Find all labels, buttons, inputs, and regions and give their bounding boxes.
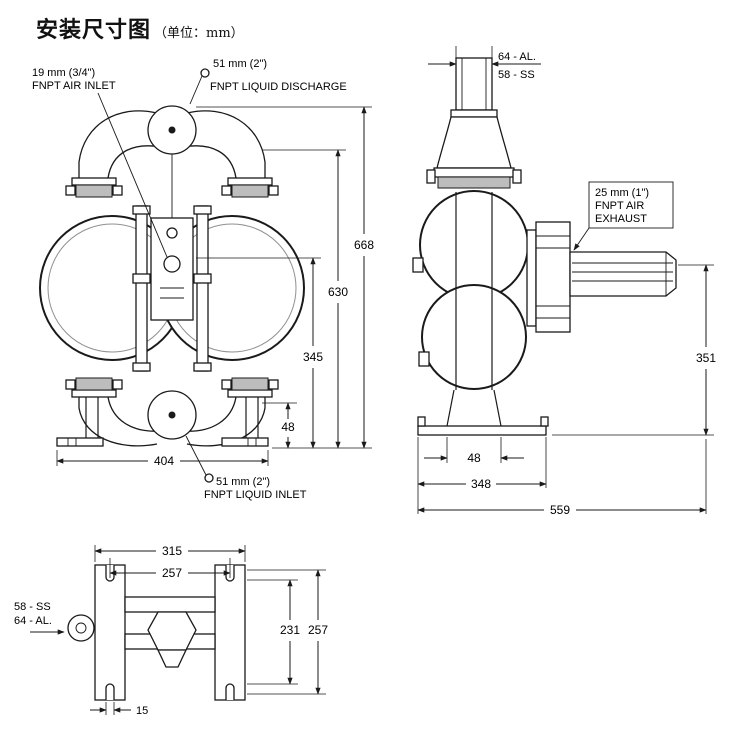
- inlet-port-center: [168, 411, 176, 419]
- inlet-leader-line: [185, 435, 207, 476]
- left-foot: [56, 437, 104, 447]
- front-view: 668 630 345 48 404: [32, 58, 374, 501]
- discharge-leader-line: [189, 75, 203, 105]
- dim-315: 315: [94, 544, 246, 558]
- dim-257-vertical-label: 257: [308, 623, 328, 637]
- dim-351-label: 351: [696, 351, 716, 365]
- dim-348: 348: [417, 477, 547, 491]
- upper-cross-bar: [124, 596, 216, 613]
- dim-668: 668: [354, 106, 374, 449]
- front-pump-body: [39, 105, 305, 447]
- dim-64-al-label: 64 - AL.: [498, 51, 536, 63]
- exhaust-leader-line: [573, 227, 590, 251]
- discharge-leader-balloon: [200, 68, 210, 78]
- dim-559: 559: [417, 503, 707, 517]
- valve-adapter: [526, 229, 537, 327]
- page-title: 安装尺寸图（单位：mm）: [36, 12, 244, 44]
- bottom-material-labels: 58 - SS 64 - AL.: [14, 601, 65, 635]
- front-extension-lines: [56, 106, 372, 466]
- exhaust-callout: 25 mm (1") FNPT AIR EXHAUST: [573, 181, 674, 251]
- air-valve-block: [535, 221, 571, 333]
- base-plate: [417, 425, 547, 436]
- dim-58-ss-label: 58 - SS: [498, 69, 535, 81]
- title-text: 安装尺寸图: [36, 17, 152, 43]
- right-foot: [221, 437, 269, 447]
- side-view: 64 - AL. 58 - SS 25 mm (1") FNPT AIR EXH…: [412, 46, 716, 517]
- exhaust-callout-line3: EXHAUST: [595, 213, 647, 225]
- dim-351: 351: [696, 264, 716, 436]
- dim-257-vertical: 257: [308, 569, 328, 695]
- side-pump-body: [412, 57, 677, 436]
- dim-15-label: 15: [136, 705, 148, 717]
- inlet-callout-line1: 51 mm (2"): [216, 476, 270, 488]
- left-tie-bar: [135, 205, 148, 372]
- dim-15: 15: [90, 705, 148, 717]
- air-inlet-callout-line2: FNPT AIR INLET: [32, 80, 116, 92]
- muffler: [569, 251, 677, 297]
- air-inlet-top-view: [67, 614, 95, 642]
- material-label-ss: 58 - SS: [14, 601, 51, 613]
- lower-chamber-profile: [421, 284, 527, 390]
- exhaust-callout-line2: FNPT AIR: [595, 200, 644, 212]
- side-extension-lines: [417, 264, 714, 514]
- dim-630: 630: [328, 149, 348, 449]
- dim-630-label: 630: [328, 285, 348, 299]
- dim-231-label: 231: [280, 623, 300, 637]
- dim-257-horizontal-label: 257: [162, 566, 182, 580]
- dim-559-label: 559: [550, 503, 570, 517]
- dim-668-label: 668: [354, 238, 374, 252]
- dim-48-side: 48: [424, 451, 524, 465]
- dim-404-label: 404: [154, 454, 174, 468]
- dim-345: 345: [303, 257, 323, 449]
- air-inlet-callout-line1: 19 mm (3/4"): [32, 67, 95, 79]
- exhaust-callout-line1: 25 mm (1"): [595, 187, 649, 199]
- title-unit-text: （单位：mm）: [154, 26, 244, 41]
- discharge-callout-line1: 51 mm (2"): [213, 58, 267, 70]
- right-flange-rail: [214, 564, 246, 701]
- dim-315-label: 315: [162, 544, 182, 558]
- discharge-pipe: [455, 57, 493, 111]
- dim-404: 404: [56, 454, 269, 468]
- inlet-callout-line2: FNPT LIQUID INLET: [204, 489, 307, 501]
- dim-257-horizontal: 257: [109, 566, 231, 580]
- dim-348-label: 348: [471, 477, 491, 491]
- material-label-al: 64 - AL.: [14, 615, 52, 627]
- dim-64-58: 64 - AL. 58 - SS: [428, 46, 541, 81]
- dim-345-label: 345: [303, 350, 323, 364]
- inlet-leader-balloon: [204, 473, 214, 483]
- air-inlet-port: [163, 255, 181, 273]
- upper-chamber-profile: [419, 190, 529, 300]
- bottom-pump-body: [67, 564, 246, 701]
- exhaust-callout-box: [588, 181, 674, 229]
- bottom-view: 315 257 231 257 15: [14, 544, 328, 717]
- right-tie-bar: [196, 205, 209, 372]
- center-boss: [147, 611, 197, 651]
- left-flange-rail: [94, 564, 126, 701]
- dim-48-side-label: 48: [467, 451, 481, 465]
- dim-48-front: 48: [281, 402, 295, 449]
- dim-48-front-label: 48: [281, 420, 295, 434]
- dim-231: 231: [280, 579, 300, 685]
- front-callouts: 19 mm (3/4") FNPT AIR INLET 51 mm (2") F…: [32, 58, 347, 501]
- discharge-port-center: [168, 126, 176, 134]
- center-taper: [156, 649, 188, 668]
- air-inlet-leader-line: [97, 92, 168, 258]
- left-rail-bottom-slot: [105, 683, 115, 700]
- right-rail-bottom-slot: [225, 683, 235, 700]
- discharge-callout-line2: FNPT LIQUID DISCHARGE: [210, 81, 347, 93]
